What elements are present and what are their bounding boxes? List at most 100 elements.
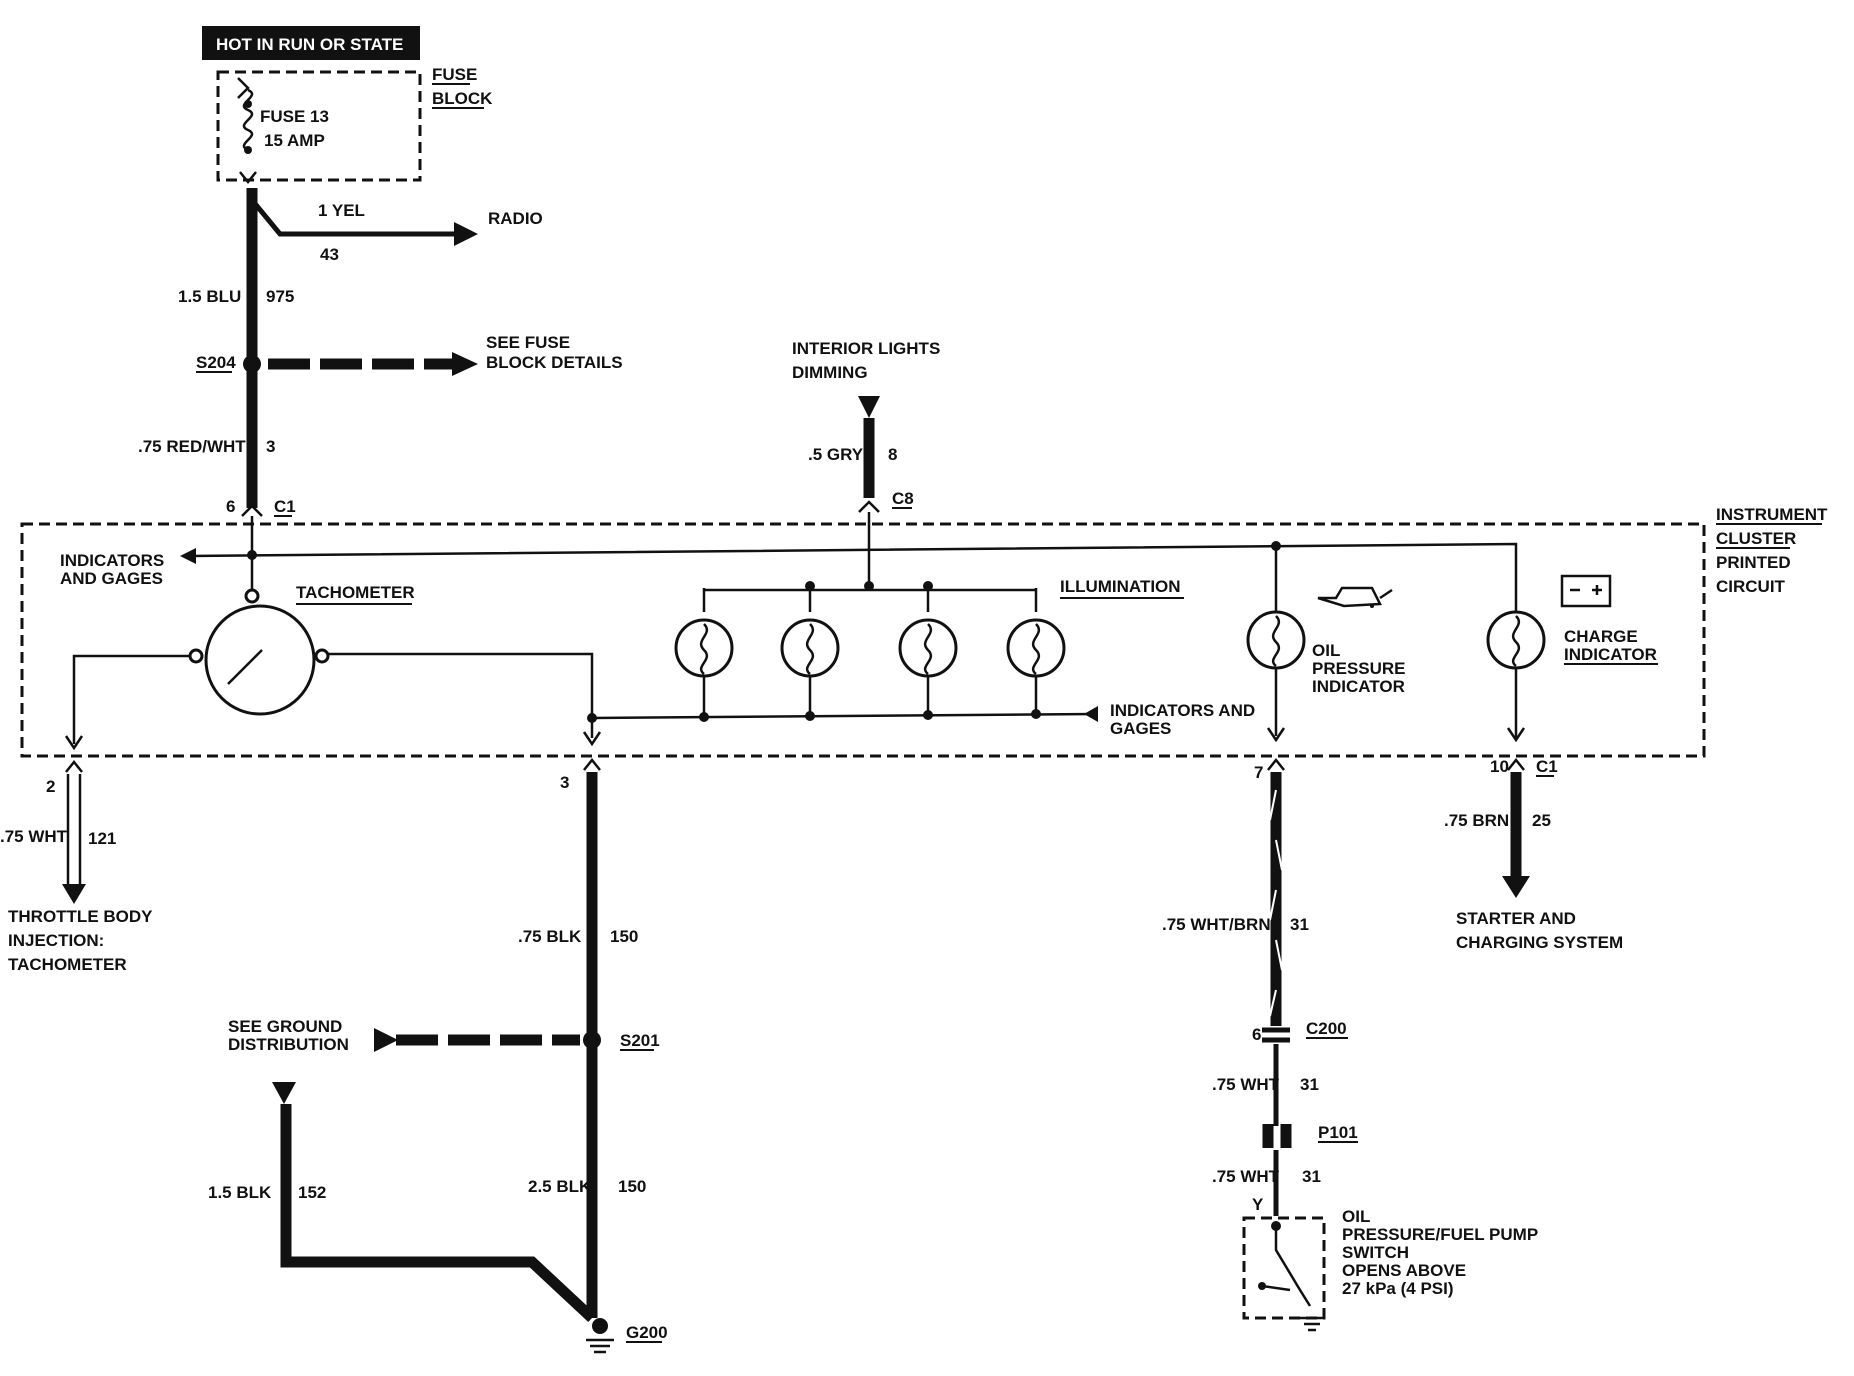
oil-pressure-lamp-icon — [1246, 610, 1306, 670]
fuse-label: FUSE 13 — [260, 107, 329, 126]
switch-label-1: OIL — [1342, 1207, 1370, 1226]
switch-terminal: Y — [1252, 1195, 1264, 1214]
c200-connector: C200 — [1306, 1019, 1347, 1038]
indicators-gages-left-1: INDICATORS — [60, 551, 164, 570]
oil-can-icon — [1317, 586, 1393, 608]
cluster-feed-pin: 6 — [226, 497, 235, 516]
ground-pin: 3 — [560, 773, 569, 792]
ground-circuit-b: 150 — [618, 1177, 646, 1196]
power-banner: HOT IN RUN OR STATE — [202, 26, 420, 60]
charge-pin: 10 — [1490, 757, 1509, 776]
cluster-top-bus — [189, 542, 1518, 738]
splice-s201-dot — [583, 1031, 601, 1049]
oil-circuit-1: 31 — [1290, 915, 1309, 934]
indicators-gages-bus — [591, 712, 1097, 720]
charge-lamp-icon — [1486, 610, 1546, 670]
main-feed-circuit: 975 — [266, 287, 294, 306]
switch-label-4: OPENS ABOVE — [1342, 1261, 1466, 1280]
charge-connector: C1 — [1536, 757, 1558, 776]
p101-connector: P101 — [1318, 1123, 1358, 1142]
tach-output-wire-color: .75 WHT — [0, 827, 68, 846]
splice-s201-name: S201 — [620, 1031, 660, 1050]
ground-note-2: DISTRIBUTION — [228, 1035, 349, 1054]
fuse-rating: 15 AMP — [264, 131, 325, 150]
ground-symbol-icon — [586, 1318, 614, 1354]
switch-label-3: SWITCH — [1342, 1243, 1409, 1262]
cluster-feed-connector: C1 — [274, 497, 296, 516]
ground-wire-color-b: 2.5 BLK — [528, 1177, 592, 1196]
tach-dest-1: THROTTLE BODY — [8, 907, 153, 926]
banner-text: HOT IN RUN OR STATE — [216, 35, 403, 54]
indicators-gages-left-2: AND GAGES — [60, 569, 163, 588]
charge-indicator-2: INDICATOR — [1564, 645, 1657, 664]
switch-label-2: PRESSURE/FUEL PUMP — [1342, 1225, 1538, 1244]
cluster-title-3: PRINTED — [1716, 553, 1791, 572]
indicators-gages-right-1: INDICATORS AND — [1110, 701, 1255, 720]
charge-indicator-1: CHARGE — [1564, 627, 1638, 646]
splice-s204-name: S204 — [196, 353, 236, 372]
oil-wire-color-3: .75 WHT — [1212, 1167, 1280, 1186]
oil-pin: 7 — [1254, 763, 1263, 782]
fuse-block: FUSE BLOCK FUSE 13 15 AMP — [216, 65, 493, 185]
splice-s204-dot — [243, 355, 261, 373]
tach-output-circuit: 121 — [88, 829, 116, 848]
oil-circuit-3: 31 — [1302, 1167, 1321, 1186]
oil-indicator-3: INDICATOR — [1312, 677, 1405, 696]
charge-circuit: 25 — [1532, 811, 1551, 830]
dimming-title-2: DIMMING — [792, 363, 868, 382]
dimming-circuit: 8 — [888, 445, 897, 464]
fuse-icon — [237, 77, 257, 185]
oil-wire-color-2: .75 WHT — [1212, 1075, 1280, 1094]
ground-wire-color-c: 1.5 BLK — [208, 1183, 272, 1202]
cluster-title-2: CLUSTER — [1716, 529, 1796, 548]
oil-indicator-2: PRESSURE — [1312, 659, 1406, 678]
tach-dest-2: INJECTION: — [8, 931, 104, 950]
illumination-lamp-2-icon — [780, 618, 840, 678]
cluster-title-4: CIRCUIT — [1716, 577, 1786, 596]
battery-icon — [1560, 574, 1612, 608]
dimming-wire-color: .5 GRY — [808, 445, 864, 464]
instrument-cluster: INSTRUMENT CLUSTER PRINTED CIRCUIT INDIC… — [20, 505, 1828, 758]
indicators-left-arrow — [180, 548, 196, 564]
charge-dest-1: STARTER AND — [1456, 909, 1576, 928]
dimming-connector: C8 — [892, 489, 914, 508]
oil-circuit-2: 31 — [1300, 1075, 1319, 1094]
s204-note-1: SEE FUSE — [486, 333, 570, 352]
radio-circuit: 43 — [320, 245, 339, 264]
dimming-title-1: INTERIOR LIGHTS — [792, 339, 940, 358]
s204-note-2: BLOCK DETAILS — [486, 353, 623, 372]
tach-output-wire — [66, 774, 82, 886]
ground-wire-color-a: .75 BLK — [518, 927, 582, 946]
radio-arrow — [454, 222, 478, 246]
illumination-lamp-1-icon — [674, 618, 734, 678]
ground-point: G200 — [626, 1323, 668, 1342]
switch-label-5: 27 kPa (4 PSI) — [1342, 1279, 1454, 1298]
tach-dest-3: TACHOMETER — [8, 955, 127, 974]
main-feed-wire-color: 1.5 BLU — [178, 287, 241, 306]
cluster-title-1: INSTRUMENT — [1716, 505, 1828, 524]
oil-wire-color-1: .75 WHT/BRN — [1162, 915, 1271, 934]
radio-wire-color: 1 YEL — [318, 201, 365, 220]
fuse-block-title-1: FUSE — [432, 65, 477, 84]
illumination-lamp-4-icon — [1006, 618, 1066, 678]
radio-destination: RADIO — [488, 209, 543, 228]
tach-output-pin: 2 — [46, 777, 55, 796]
cluster-feed-circuit: 3 — [266, 437, 275, 456]
illumination-label: ILLUMINATION — [1060, 577, 1181, 596]
fuse-block-title-2: BLOCK — [432, 89, 493, 108]
charge-dest-2: CHARGING SYSTEM — [1456, 933, 1623, 952]
dimming-arrow — [858, 396, 880, 418]
ground-wire-152 — [280, 1104, 596, 1323]
radio-wire — [250, 198, 464, 237]
oil-pressure-switch-icon — [1242, 1216, 1326, 1332]
charge-wire-color: .75 BRN — [1444, 811, 1509, 830]
ground-circuit-a: 150 — [610, 927, 638, 946]
indicators-gages-right-2: GAGES — [1110, 719, 1171, 738]
ground-note-1: SEE GROUND — [228, 1017, 342, 1036]
tachometer-gauge-icon — [188, 588, 330, 716]
illumination-lamp-3-icon — [898, 618, 958, 678]
tachometer-label: TACHOMETER — [296, 583, 415, 602]
c200-pin: 6 — [1252, 1025, 1261, 1044]
ground-circuit-c: 152 — [298, 1183, 326, 1202]
